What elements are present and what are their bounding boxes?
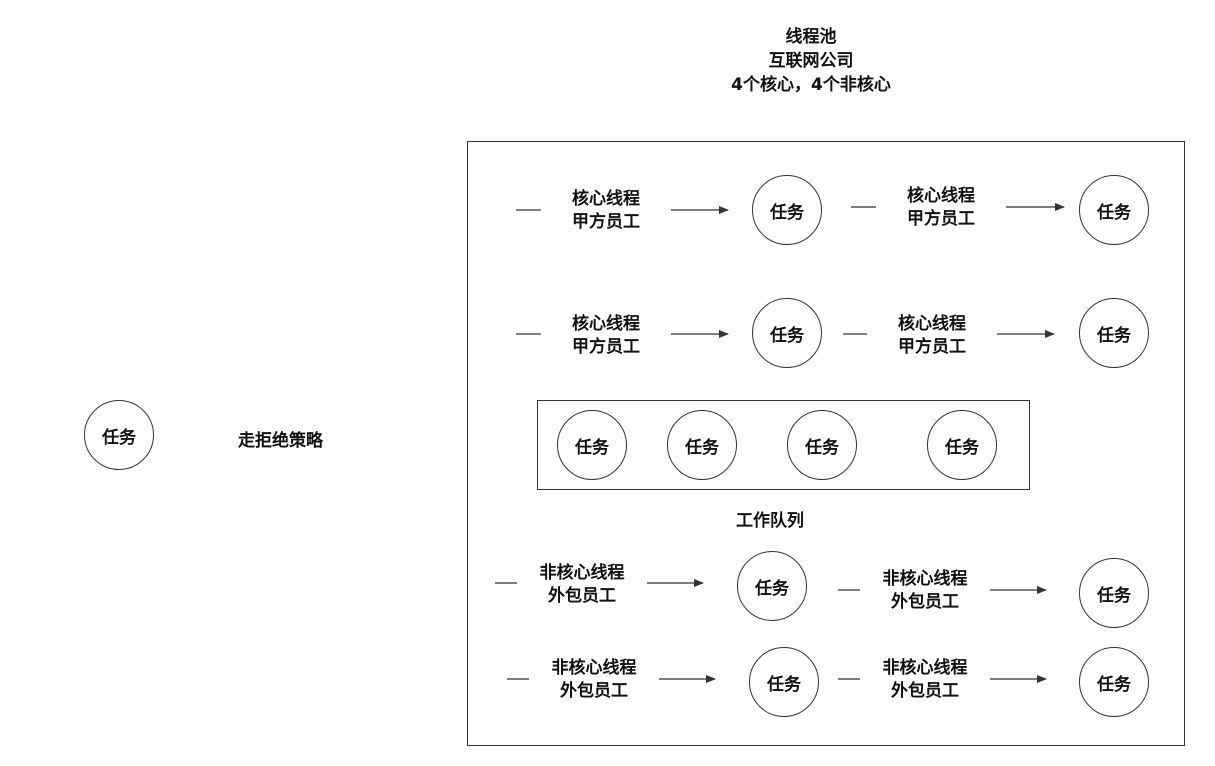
core-thread-name: 核心线程 (572, 189, 640, 209)
noncore-thread-name: 非核心线程 (539, 563, 625, 583)
core-thread-label: 核心线程 甲方员工 (541, 313, 671, 359)
noncore-thread-label: 非核心线程 外包员工 (860, 657, 990, 703)
task-node: 任务 (749, 647, 819, 717)
task-node: 任务 (752, 298, 822, 368)
core-thread-name: 核心线程 (907, 186, 975, 206)
noncore-thread-label: 非核心线程 外包员工 (517, 562, 647, 608)
core-thread-name: 核心线程 (898, 314, 966, 334)
pool-title: 线程池 (785, 27, 837, 47)
core-thread-role: 甲方员工 (898, 337, 966, 357)
core-thread-name: 核心线程 (572, 314, 640, 334)
queued-task-node: 任务 (557, 410, 627, 480)
noncore-thread-role: 外包员工 (548, 586, 616, 606)
work-queue-label: 工作队列 (736, 511, 804, 531)
noncore-thread-label: 非核心线程 外包员工 (860, 568, 990, 614)
thread-pool-container (467, 141, 1185, 746)
queued-task-node: 任务 (667, 410, 737, 480)
pool-subtitle: 互联网公司 (768, 51, 854, 71)
noncore-thread-label: 非核心线程 外包员工 (529, 657, 659, 703)
noncore-thread-name: 非核心线程 (551, 658, 637, 678)
noncore-thread-role: 外包员工 (891, 681, 959, 701)
task-node: 任务 (1079, 298, 1149, 368)
noncore-thread-role: 外包员工 (560, 681, 628, 701)
pool-description: 4个核心，4个非核心 (731, 75, 891, 95)
core-thread-role: 甲方员工 (572, 212, 640, 232)
core-thread-label: 核心线程 甲方员工 (867, 313, 997, 359)
queued-task-node: 任务 (787, 410, 857, 480)
noncore-thread-name: 非核心线程 (882, 658, 968, 678)
core-thread-role: 甲方员工 (572, 337, 640, 357)
queued-task-node: 任务 (927, 410, 997, 480)
core-thread-label: 核心线程 甲方员工 (876, 185, 1006, 231)
rejected-task-node: 任务 (84, 400, 154, 470)
reject-policy-label: 走拒绝策略 (238, 431, 323, 451)
task-node: 任务 (737, 551, 807, 621)
core-thread-role: 甲方员工 (907, 209, 975, 229)
noncore-thread-role: 外包员工 (891, 592, 959, 612)
task-node: 任务 (752, 175, 822, 245)
core-thread-label: 核心线程 甲方员工 (541, 188, 671, 234)
work-queue-container (537, 400, 1030, 490)
noncore-thread-name: 非核心线程 (882, 569, 968, 589)
task-node: 任务 (1079, 558, 1149, 628)
task-node: 任务 (1079, 647, 1149, 717)
task-node: 任务 (1079, 175, 1149, 245)
